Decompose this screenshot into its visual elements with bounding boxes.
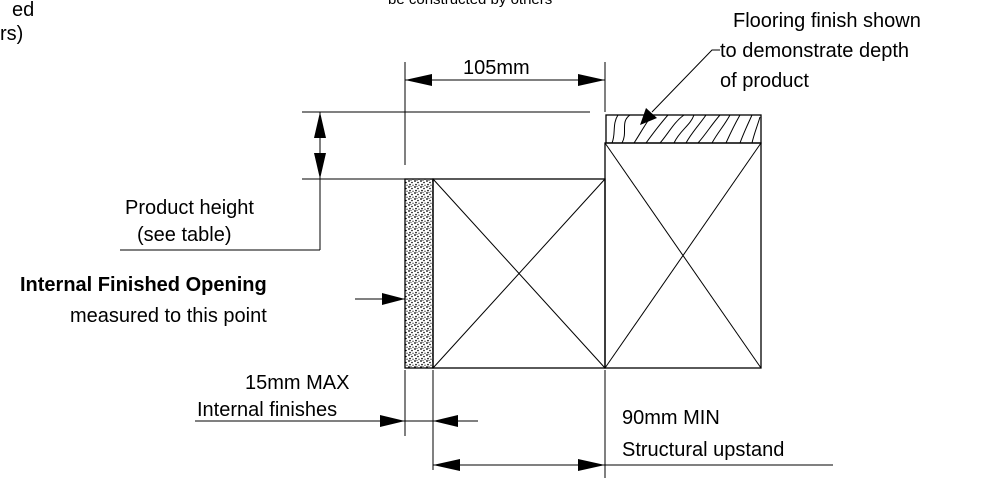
flooring-label-line3: of product	[720, 70, 809, 92]
internal-opening-leader	[355, 293, 405, 305]
upstand-label-line2: Structural upstand	[622, 439, 784, 461]
internal-finish-strip	[404, 178, 434, 369]
dimension-90mm	[433, 370, 833, 478]
upstand-label-line1: 90mm MIN	[622, 407, 720, 429]
finishes-label-line1: 15mm MAX	[245, 372, 349, 394]
flooring-label-line1: Flooring finish shown	[733, 10, 921, 32]
finishes-label-line2: Internal finishes	[197, 399, 337, 421]
flooring-finish	[605, 114, 762, 144]
product-height-label-line1: Product height	[125, 197, 254, 219]
internal-opening-sublabel: measured to this point	[70, 305, 267, 327]
internal-opening-label: Internal Finished Opening	[20, 274, 267, 296]
product-box	[432, 178, 606, 369]
structural-upstand-box	[604, 142, 762, 369]
top-left-label-line1: ed	[12, 0, 34, 21]
dimension-105mm	[404, 62, 606, 165]
product-height-label-line2: (see table)	[137, 224, 232, 246]
top-left-label-line2: rs)	[0, 23, 23, 45]
dimension-15mm	[195, 370, 478, 470]
dim-105-label: 105mm	[463, 57, 530, 79]
flooring-leader	[640, 49, 720, 125]
top-center-label: be constructed by others	[388, 0, 552, 8]
dimension-product-height	[120, 111, 590, 251]
flooring-label-line2: to demonstrate depth	[720, 40, 909, 62]
